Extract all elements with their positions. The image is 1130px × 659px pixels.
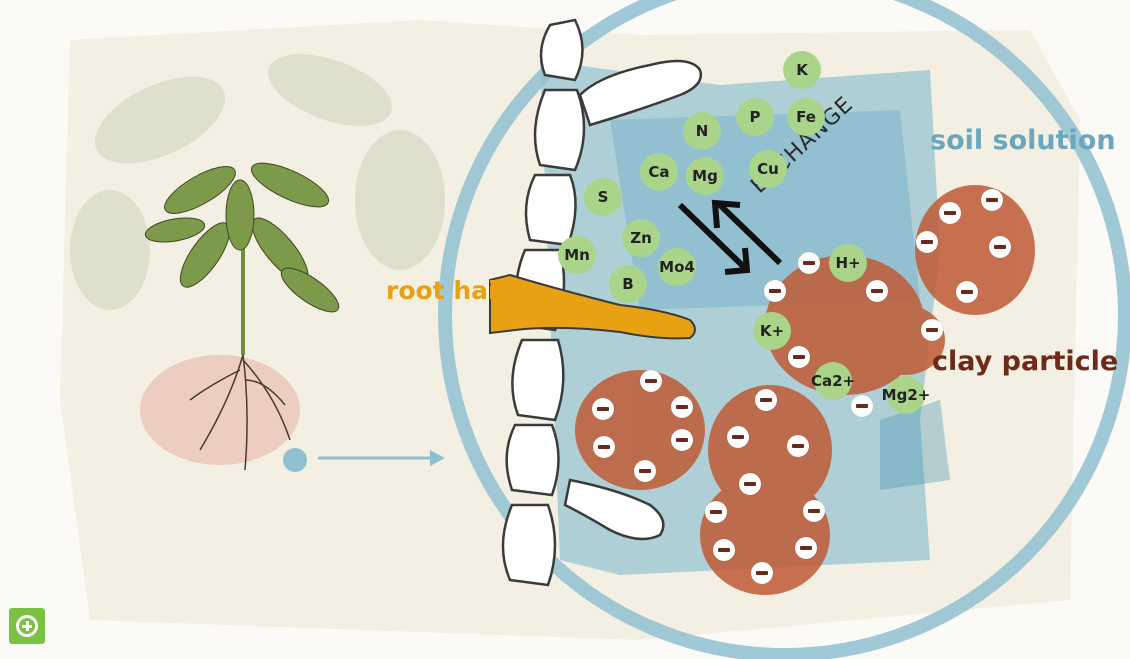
negative-charge <box>803 500 825 522</box>
nutrient-fe: Fe <box>787 98 825 136</box>
negative-charge <box>755 389 777 411</box>
ion-ca: Ca2+ <box>814 362 852 400</box>
zoom-in-icon <box>16 615 38 637</box>
negative-charge <box>764 280 786 302</box>
negative-charge <box>787 435 809 457</box>
negative-charge <box>705 501 727 523</box>
nutrient-mg: Mg <box>686 157 724 195</box>
zoom-in-button[interactable] <box>9 608 45 644</box>
nutrient-ca: Ca <box>640 153 678 191</box>
negative-charge <box>798 252 820 274</box>
negative-charge <box>671 396 693 418</box>
nutrient-zn: Zn <box>622 219 660 257</box>
nutrient-k: K <box>783 51 821 89</box>
root-hair-label: root hair <box>386 276 509 305</box>
negative-charge <box>795 537 817 559</box>
negative-charge <box>916 231 938 253</box>
negative-charge <box>727 426 749 448</box>
negative-charge <box>981 189 1003 211</box>
nutrient-s: S <box>584 178 622 216</box>
ion-mg: Mg2+ <box>887 376 925 414</box>
negative-charge <box>866 280 888 302</box>
negative-charge <box>593 436 615 458</box>
soil-solution-label: soil solution <box>930 125 1116 156</box>
negative-charge <box>788 346 810 368</box>
negative-charge <box>989 236 1011 258</box>
negative-charge <box>956 281 978 303</box>
nutrient-cu: Cu <box>749 150 787 188</box>
ion-h: H+ <box>829 244 867 282</box>
negative-charge <box>851 395 873 417</box>
negative-charge <box>634 460 656 482</box>
negative-charge <box>751 562 773 584</box>
ion-k: K+ <box>753 312 791 350</box>
nutrient-mo4: Mo4 <box>658 248 696 286</box>
negative-charge <box>739 473 761 495</box>
nutrient-mn: Mn <box>558 236 596 274</box>
negative-charge <box>592 398 614 420</box>
negative-charge <box>671 429 693 451</box>
nutrient-n: N <box>683 112 721 150</box>
nutrient-b: B <box>609 265 647 303</box>
negative-charge <box>640 370 662 392</box>
negative-charge <box>713 539 735 561</box>
nutrient-p: P <box>736 98 774 136</box>
negative-charge <box>921 319 943 341</box>
clay-particle-label: clay particle <box>932 346 1118 377</box>
negative-charge <box>939 202 961 224</box>
